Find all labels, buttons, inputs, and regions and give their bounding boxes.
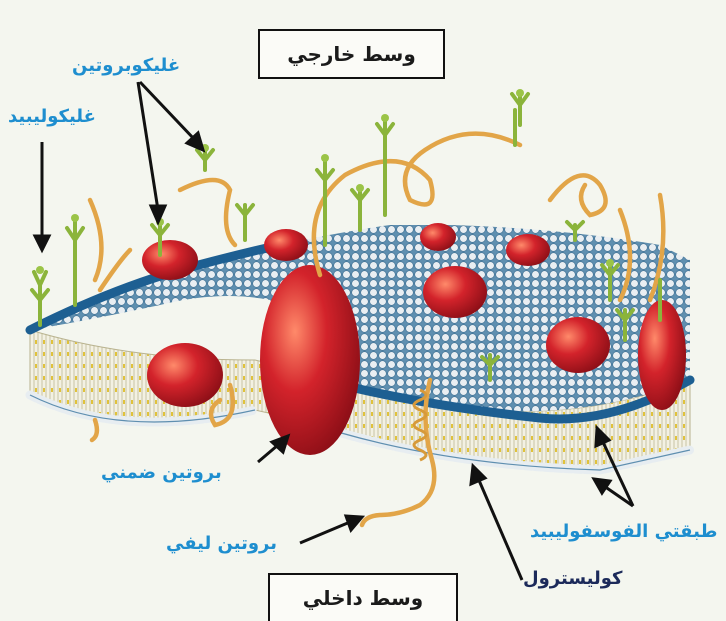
cholesterol-label: كوليسترول xyxy=(523,568,623,589)
protein-blob xyxy=(420,223,456,251)
glycoprotein-label: غليكوبروتين xyxy=(72,55,180,76)
inside-compartment-label: وسط داخلي xyxy=(303,586,423,610)
phospholipid-bilayer-label: طبقتي الفوسفوليبيد xyxy=(530,521,717,542)
glycolipid-label: غليكوليبيد xyxy=(8,106,96,127)
protein-blob xyxy=(506,234,550,266)
protein-blob xyxy=(546,317,610,373)
inside-compartment-box: وسط داخلي xyxy=(268,573,458,621)
protein-blob xyxy=(142,240,198,280)
protein-blob xyxy=(264,229,308,261)
outside-compartment-box: وسط خارجي xyxy=(258,29,445,79)
integral-protein-label: بروتين ضمني xyxy=(101,462,222,483)
protein-blob xyxy=(147,343,223,407)
outside-compartment-label: وسط خارجي xyxy=(287,42,416,66)
integral-protein-shape xyxy=(260,265,360,455)
peripheral-protein-label: بروتين ليفي xyxy=(166,533,277,554)
protein-blob xyxy=(423,266,487,318)
